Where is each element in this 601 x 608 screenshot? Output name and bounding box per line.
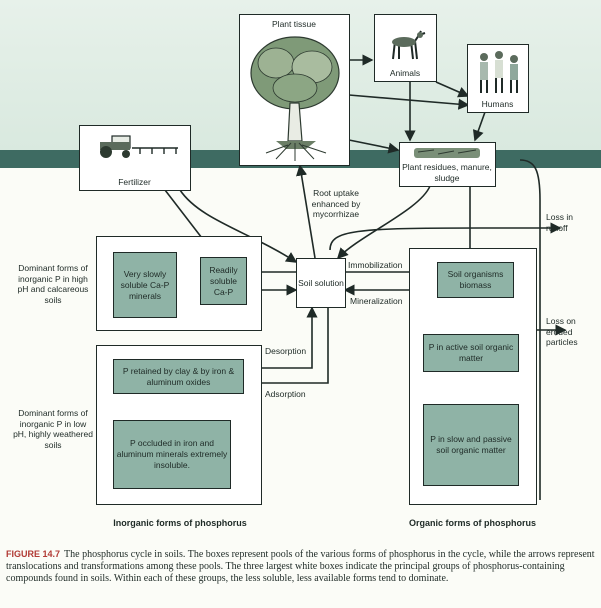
fertilizer-box: Fertilizer [79, 125, 191, 191]
plant-residues-box: Plant residues, manure, sludge [399, 142, 496, 187]
fertilizer-label: Fertilizer [118, 177, 151, 187]
animals-box: Animals [374, 14, 437, 82]
plant-tissue-box: Plant tissue [239, 14, 350, 166]
tractor-icon [100, 135, 178, 158]
loss-eroded-label: Loss on eroded particles [546, 316, 578, 347]
occluded-minerals-box: P occluded in iron and aluminum minerals… [113, 420, 231, 489]
inorganic-group-title: Inorganic forms of phosphorus [113, 518, 247, 528]
soil-solution-box: Soil solution [296, 258, 346, 308]
soil-organisms-box: Soil organisms biomass [437, 262, 514, 298]
humans-label: Humans [481, 99, 514, 109]
dominant-low-ph-label: Dominant forms of inorganic P in low pH,… [13, 408, 93, 450]
animals-label: Animals [389, 68, 421, 78]
loss-runoff-label: Loss in runoff [546, 212, 573, 233]
humans-box: Humans [467, 44, 529, 113]
mineralization-label: Mineralization [350, 296, 403, 306]
residues-icon [414, 148, 480, 158]
organic-group-title: Organic forms of phosphorus [408, 518, 536, 528]
adsorption-label: Adsorption [265, 389, 306, 399]
deer-icon [392, 30, 426, 60]
people-icon [480, 51, 518, 93]
figure-caption-label: FIGURE 14.7 [6, 549, 61, 559]
slow-passive-organic-matter-box: P in slow and passive soil organic matte… [423, 404, 519, 486]
root-uptake-label: Root uptake enhanced by mycorrhizae [311, 188, 361, 219]
plant-residues-label: Plant residues, manure, sludge [402, 162, 492, 183]
tree-icon [250, 36, 340, 161]
desorption-label: Desorption [265, 346, 307, 356]
plant-tissue-label: Plant tissue [272, 19, 316, 29]
figure-caption-text: The phosphorus cycle in soils. The boxes… [6, 549, 595, 584]
very-slowly-soluble-box: Very slowly soluble Ca-P minerals [113, 252, 177, 318]
retained-by-clay-box: P retained by clay & by iron & aluminum … [113, 359, 244, 394]
readily-soluble-box: Readily soluble Ca-P [200, 257, 247, 305]
dominant-high-ph-label: Dominant forms of inorganic P in high pH… [17, 263, 89, 305]
immobilization-label: Immobilization [348, 260, 403, 270]
active-organic-matter-box: P in active soil organic matter [423, 334, 519, 372]
